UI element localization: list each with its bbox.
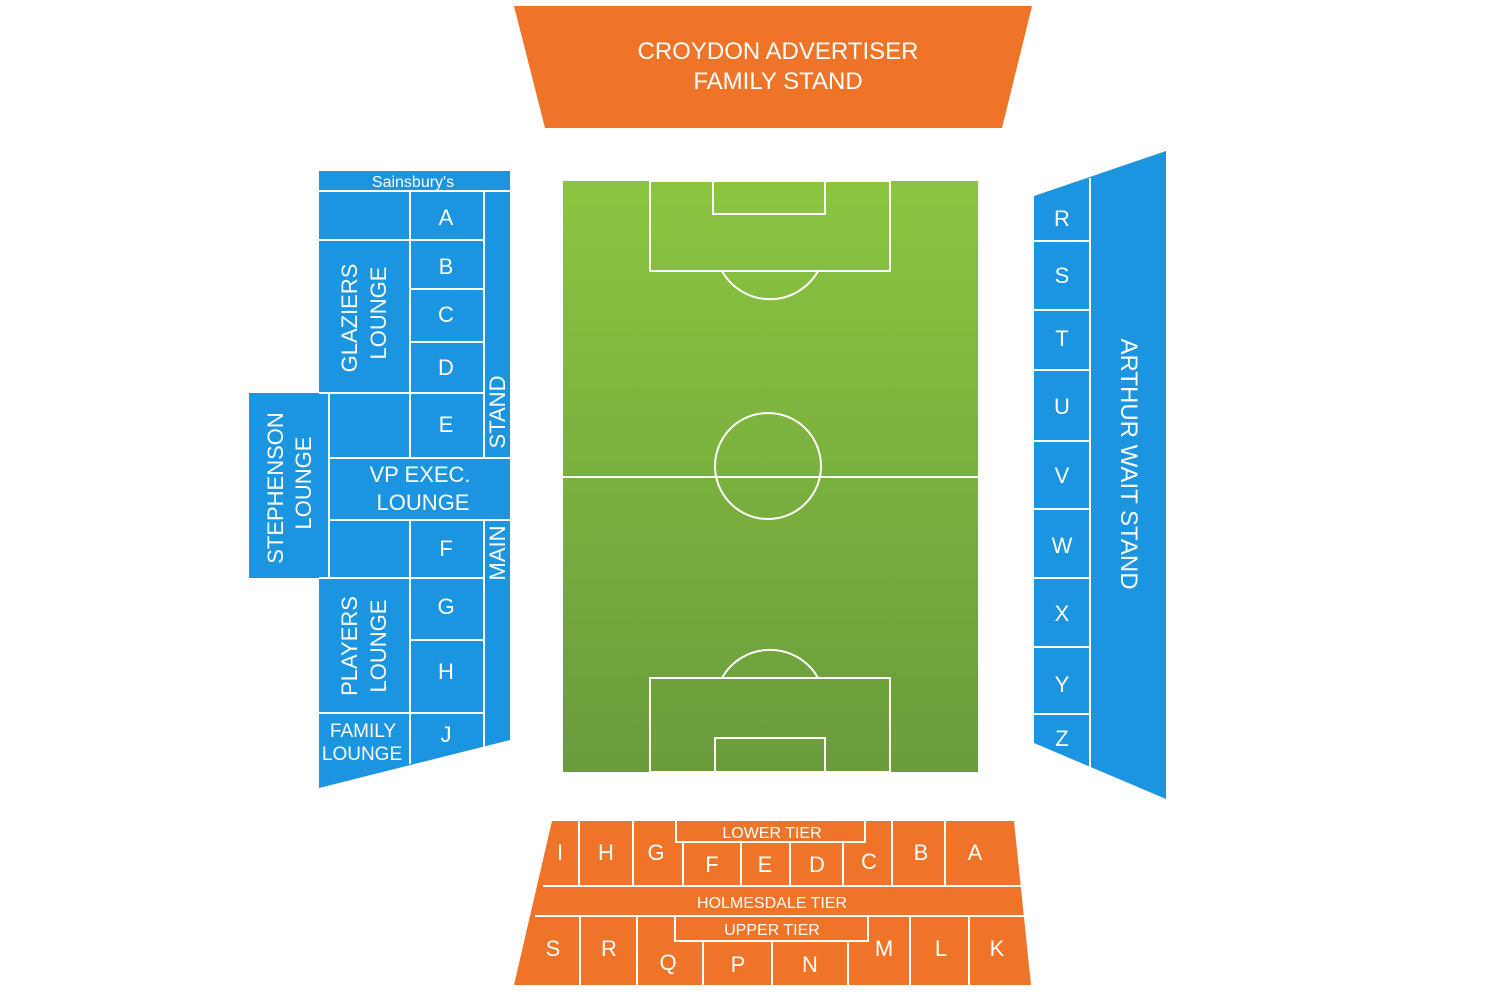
holmesdale-block-s[interactable]: S <box>546 936 561 961</box>
top-six-yard-box <box>712 180 826 215</box>
main-stand-label-main: MAIN <box>485 526 510 581</box>
holmesdale-stand: LOWER TIER HOLMESDALE TIER UPPER TIER I … <box>514 821 1031 985</box>
holmesdale-block-f[interactable]: F <box>705 852 718 877</box>
main-stand-body <box>319 171 510 788</box>
family-lounge[interactable]: FAMILY LOUNGE <box>322 721 402 765</box>
top-penalty-arc <box>721 270 819 301</box>
main-stand: Sainsbury's GLAZIERS LOUNGE STEPHENSON L… <box>249 171 512 788</box>
glaziers-lounge[interactable]: GLAZIERS LOUNGE <box>337 264 391 373</box>
arthur-wait-block-x[interactable]: X <box>1055 601 1070 626</box>
pitch <box>563 180 978 773</box>
holmesdale-block-p[interactable]: P <box>731 952 746 977</box>
upper-tier-label: UPPER TIER <box>724 922 820 939</box>
vp-exec-lounge[interactable]: VP EXEC. LOUNGE <box>369 462 470 515</box>
holmesdale-block-b[interactable]: B <box>914 840 929 865</box>
pitch-markings <box>563 180 978 773</box>
main-stand-block-g[interactable]: G <box>437 594 454 619</box>
holmesdale-block-r[interactable]: R <box>601 936 617 961</box>
lower-tier-label: LOWER TIER <box>722 825 821 842</box>
sainsburys-label: Sainsbury's <box>372 174 454 191</box>
holmesdale-block-d[interactable]: D <box>809 852 825 877</box>
arthur-wait-block-r[interactable]: R <box>1054 206 1070 231</box>
main-stand-block-d[interactable]: D <box>438 355 454 380</box>
family-lounge-line2: LOUNGE <box>322 744 402 765</box>
main-stand-block-b[interactable]: B <box>439 254 454 279</box>
arthur-wait-dividers <box>1034 178 1091 769</box>
arthur-wait-stand-label: ARTHUR WAIT STAND <box>1115 338 1142 589</box>
arthur-wait-block-t[interactable]: T <box>1055 326 1068 351</box>
family-stand-label-line2: FAMILY STAND <box>693 68 862 95</box>
main-stand-label-stand: STAND <box>485 376 510 449</box>
main-stand-block-c[interactable]: C <box>438 302 454 327</box>
main-stand-block-e[interactable]: E <box>439 412 454 437</box>
arthur-wait-block-s[interactable]: S <box>1055 263 1070 288</box>
holmesdale-block-m[interactable]: M <box>875 936 893 961</box>
bottom-penalty-arc <box>721 648 819 679</box>
holmesdale-block-h[interactable]: H <box>598 840 614 865</box>
main-stand-block-f[interactable]: F <box>439 536 452 561</box>
holmesdale-upper-blocks: S R Q P N M L K <box>546 936 1005 977</box>
croydon-advertiser-family-stand[interactable]: CROYDON ADVERTISER FAMILY STAND <box>514 6 1032 128</box>
glaziers-lounge-line2: LOUNGE <box>366 267 391 360</box>
main-stand-dividers <box>319 190 512 764</box>
stephenson-lounge[interactable]: STEPHENSON LOUNGE <box>263 412 316 564</box>
players-lounge[interactable]: PLAYERS LOUNGE <box>337 596 391 696</box>
holmesdale-block-i[interactable]: I <box>557 840 563 865</box>
bottom-six-yard-box <box>714 737 826 773</box>
holmesdale-block-c[interactable]: C <box>861 849 877 874</box>
stephenson-lounge-line2: LOUNGE <box>291 437 316 530</box>
holmesdale-block-g[interactable]: G <box>647 840 664 865</box>
family-lounge-line1: FAMILY <box>330 721 396 742</box>
centre-circle <box>714 412 822 520</box>
holmesdale-dividers <box>535 821 1025 985</box>
stephenson-lounge-extension <box>249 393 329 578</box>
holmesdale-block-a[interactable]: A <box>968 840 983 865</box>
arthur-wait-blocks: R S T U V W X Y Z <box>1052 206 1073 751</box>
arthur-wait-block-u[interactable]: U <box>1054 394 1070 419</box>
holmesdale-block-n[interactable]: N <box>802 952 818 977</box>
arthur-wait-stand: R S T U V W X Y Z ARTHUR WAIT STAND <box>1034 151 1166 799</box>
main-stand-block-j[interactable]: J <box>441 722 452 747</box>
main-stand-block-h[interactable]: H <box>438 659 454 684</box>
family-stand-label-line1: CROYDON ADVERTISER <box>638 38 919 65</box>
arthur-wait-stand-body <box>1034 151 1166 799</box>
stephenson-lounge-line1: STEPHENSON <box>263 412 288 564</box>
holmesdale-stand-body <box>514 821 1031 985</box>
players-lounge-line2: LOUNGE <box>366 600 391 693</box>
holmesdale-block-l[interactable]: L <box>935 936 947 961</box>
holmesdale-lower-blocks: I H G F E D C B A <box>557 840 983 877</box>
arthur-wait-block-y[interactable]: Y <box>1055 672 1070 697</box>
glaziers-lounge-line1: GLAZIERS <box>337 264 362 373</box>
players-lounge-line1: PLAYERS <box>337 596 362 696</box>
holmesdale-block-e[interactable]: E <box>758 852 773 877</box>
main-stand-blocks: A B C D E F G H J <box>437 205 454 747</box>
vp-exec-lounge-line2: LOUNGE <box>377 490 470 515</box>
holmesdale-block-k[interactable]: K <box>990 936 1005 961</box>
arthur-wait-block-z[interactable]: Z <box>1055 726 1068 751</box>
arthur-wait-block-w[interactable]: W <box>1052 533 1073 558</box>
arthur-wait-block-v[interactable]: V <box>1055 463 1070 488</box>
holmesdale-tier-label: HOLMESDALE TIER <box>697 895 847 912</box>
vp-exec-lounge-line1: VP EXEC. <box>369 462 470 487</box>
main-stand-block-a[interactable]: A <box>439 205 454 230</box>
holmesdale-block-q[interactable]: Q <box>659 950 676 975</box>
